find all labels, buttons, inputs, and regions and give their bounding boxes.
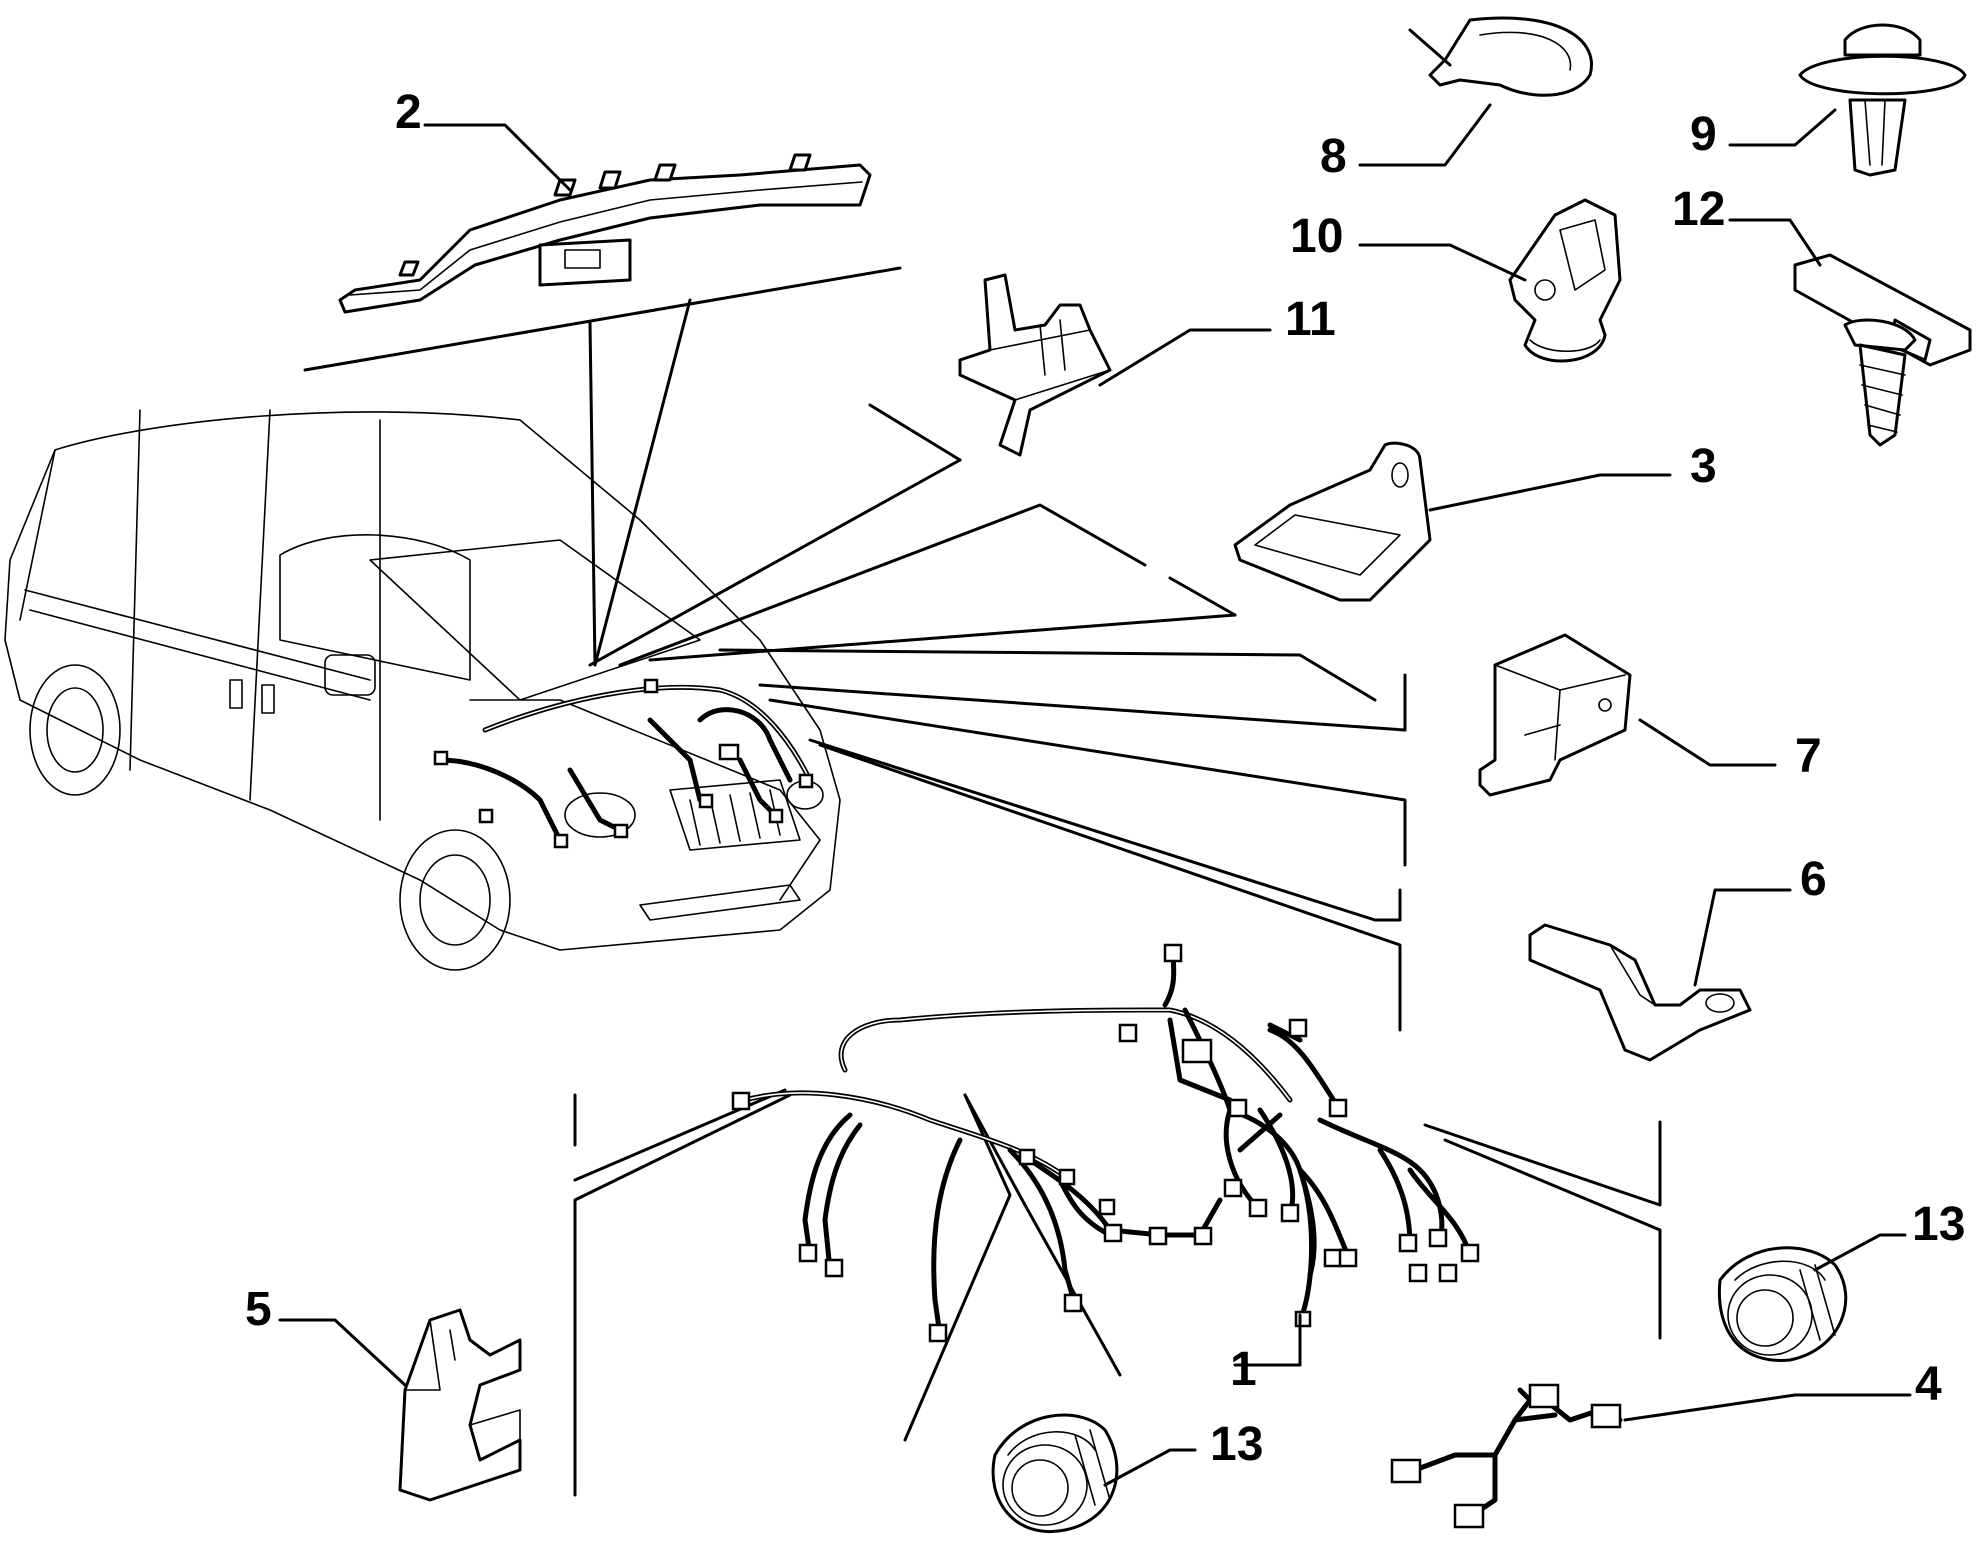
- leader-4: [1623, 1393, 1912, 1422]
- leader-2: [423, 123, 572, 192]
- part-1-main-harness: [731, 943, 1480, 1343]
- part-7-c-bracket: [1478, 633, 1632, 797]
- part-11-clip-bracket: [958, 273, 1112, 457]
- leader-11: [1098, 328, 1272, 387]
- callout-label-3: 3: [1690, 440, 1717, 493]
- part-2-bracket-rail: [338, 153, 872, 314]
- van-illustration: [4, 409, 841, 971]
- callout-label-1: 1: [1230, 1343, 1257, 1396]
- part-13-grommet-right: [1717, 1246, 1848, 1362]
- leader-10: [1358, 243, 1527, 282]
- part-5-clip-bracket: [398, 1308, 522, 1502]
- part-4-sub-harness: [1390, 1383, 1623, 1529]
- part-6-l-bracket: [1528, 923, 1752, 1062]
- part-9-push-rivet: [1798, 23, 1967, 177]
- callout-label-4: 4: [1915, 1358, 1942, 1411]
- part-10-grommet-clip: [1508, 198, 1622, 363]
- part-12-fir-tree-clip: [1793, 253, 1972, 447]
- callout-label-13-right: 13: [1912, 1198, 1965, 1251]
- leader-13-right: [1813, 1233, 1907, 1272]
- callout-label-7: 7: [1795, 730, 1822, 783]
- leader-1: [1233, 1313, 1302, 1367]
- part-8-strap-tie: [1408, 16, 1593, 97]
- callout-label-8: 8: [1320, 130, 1347, 183]
- part-3-cover-tray: [1233, 441, 1432, 602]
- callout-label-2: 2: [395, 86, 422, 139]
- callout-label-12: 12: [1672, 183, 1725, 236]
- leader-lines: [303, 266, 1662, 1497]
- leader-13-bottom: [1103, 1448, 1197, 1487]
- callout-label-13-bottom: 13: [1210, 1418, 1263, 1471]
- callout-label-10: 10: [1290, 210, 1343, 263]
- leader-9: [1728, 108, 1837, 147]
- leader-3: [1428, 473, 1672, 512]
- callout-label-6: 6: [1800, 853, 1827, 906]
- part-13-grommet-bottom: [991, 1413, 1119, 1533]
- leader-8: [1358, 103, 1492, 167]
- callout-label-9: 9: [1690, 108, 1717, 161]
- leader-12: [1728, 218, 1822, 267]
- leader-5: [278, 1318, 407, 1387]
- callout-label-11: 11: [1285, 293, 1336, 346]
- leader-6: [1693, 888, 1792, 987]
- leader-7: [1638, 718, 1777, 767]
- callout-label-5: 5: [245, 1283, 272, 1336]
